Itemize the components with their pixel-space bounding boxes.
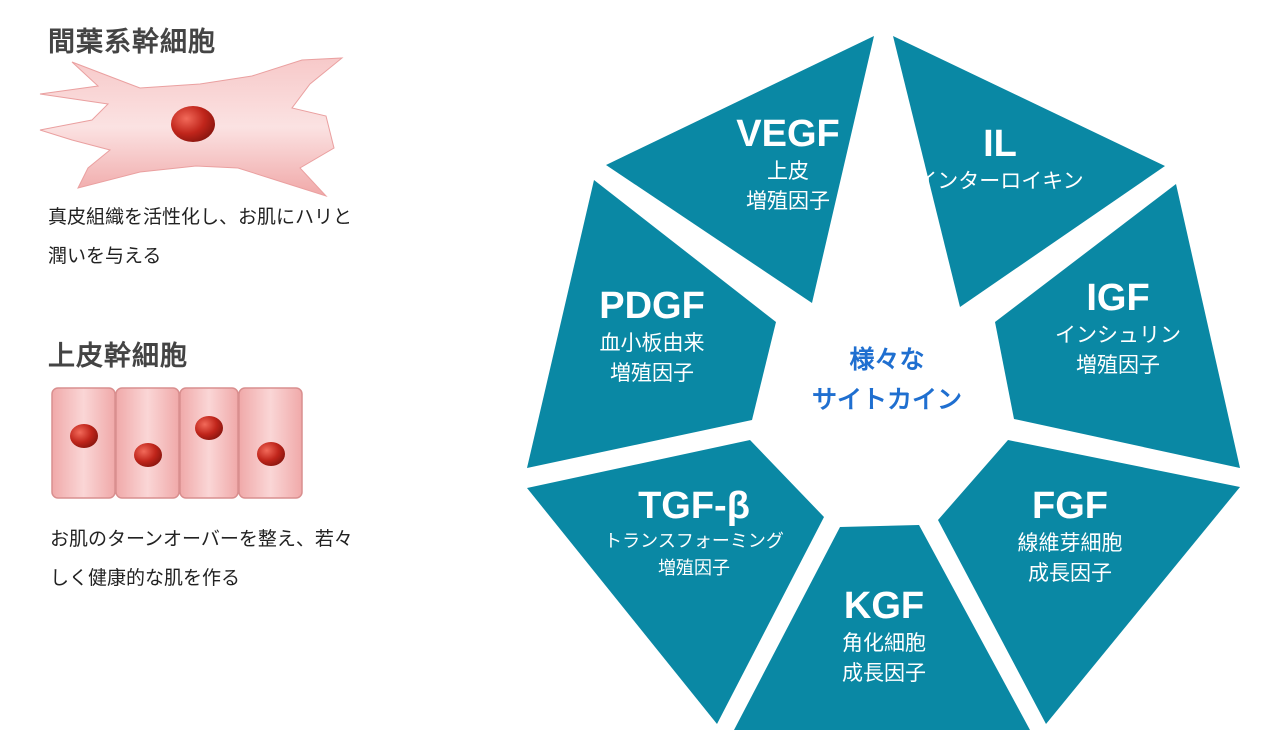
segment-subtitle: 血小板由来 xyxy=(599,331,705,355)
segment-pdgf xyxy=(527,180,776,468)
segment-title: KGF xyxy=(843,585,925,627)
center-label-line: サイトカイン xyxy=(811,385,963,414)
segment-title: PDGF xyxy=(599,285,705,327)
segment-label-fgf: FGF 線維芽細胞 成長因子 xyxy=(1018,484,1123,588)
epidermal-cells-image xyxy=(51,387,303,499)
center-label: 様々な サイトカイン xyxy=(812,340,962,420)
segment-tgf-beta xyxy=(527,440,824,724)
desc-line: 真皮組織を活性化し、お肌にハリと xyxy=(48,206,353,228)
segment-subtitle: 増殖因子 xyxy=(1076,353,1160,377)
desc-line: しく健康的な肌を作る xyxy=(50,567,241,589)
segment-label-pdgf: PDGF 血小板由来 増殖因子 xyxy=(599,284,705,388)
mesenchymal-stem-cell-title: 間葉系幹細胞 xyxy=(48,27,216,58)
segment-subtitle: インターロイキン xyxy=(916,169,1084,193)
desc-line: 潤いを与える xyxy=(48,245,162,267)
segment-subtitle: 成長因子 xyxy=(1028,561,1112,585)
segment-label-tgf-beta: TGF-β トランスフォーミング 増殖因子 xyxy=(604,484,784,582)
segment-subtitle: インシュリン xyxy=(1055,323,1181,347)
segment-title: FGF xyxy=(1032,485,1108,527)
desc-line: お肌のターンオーバーを整え、若々 xyxy=(50,528,353,550)
center-label-line: 様々な xyxy=(849,345,925,374)
mesenchymal-cell-image xyxy=(39,57,344,198)
segment-title: IL xyxy=(983,123,1017,165)
cytokine-heptagon xyxy=(527,36,1240,730)
segment-il xyxy=(893,36,1165,307)
segment-subtitle: 上皮 xyxy=(767,159,809,183)
segment-subtitle: トランスフォーミング xyxy=(604,531,784,552)
segment-igf xyxy=(995,184,1240,468)
segment-subtitle: 線維芽細胞 xyxy=(1017,531,1123,555)
mesenchymal-stem-cell-description: 真皮組織を活性化し、お肌にハリと 潤いを与える xyxy=(48,198,448,276)
segment-subtitle: 増殖因子 xyxy=(610,361,694,385)
segment-label-igf: IGF インシュリン 増殖因子 xyxy=(1055,276,1181,380)
segment-fgf xyxy=(938,440,1240,724)
segment-label-il: IL インターロイキン xyxy=(916,122,1083,196)
epidermal-stem-cell-description: お肌のターンオーバーを整え、若々 しく健康的な肌を作る xyxy=(50,520,450,598)
segment-subtitle: 角化細胞 xyxy=(842,631,926,655)
epidermal-stem-cell-title: 上皮幹細胞 xyxy=(48,341,188,372)
segment-vegf xyxy=(606,36,874,303)
segment-label-vegf: VEGF 上皮 増殖因子 xyxy=(736,112,839,216)
nucleus xyxy=(171,106,215,142)
segment-kgf xyxy=(734,525,1030,730)
segment-title: VEGF xyxy=(736,113,840,155)
segment-title: IGF xyxy=(1086,277,1150,319)
segment-subtitle: 成長因子 xyxy=(842,661,926,685)
segment-subtitle: 増殖因子 xyxy=(657,558,730,579)
segment-subtitle: 増殖因子 xyxy=(746,189,830,213)
segment-label-kgf: KGF 角化細胞 成長因子 xyxy=(842,584,926,688)
segment-title: TGF-β xyxy=(638,485,750,527)
